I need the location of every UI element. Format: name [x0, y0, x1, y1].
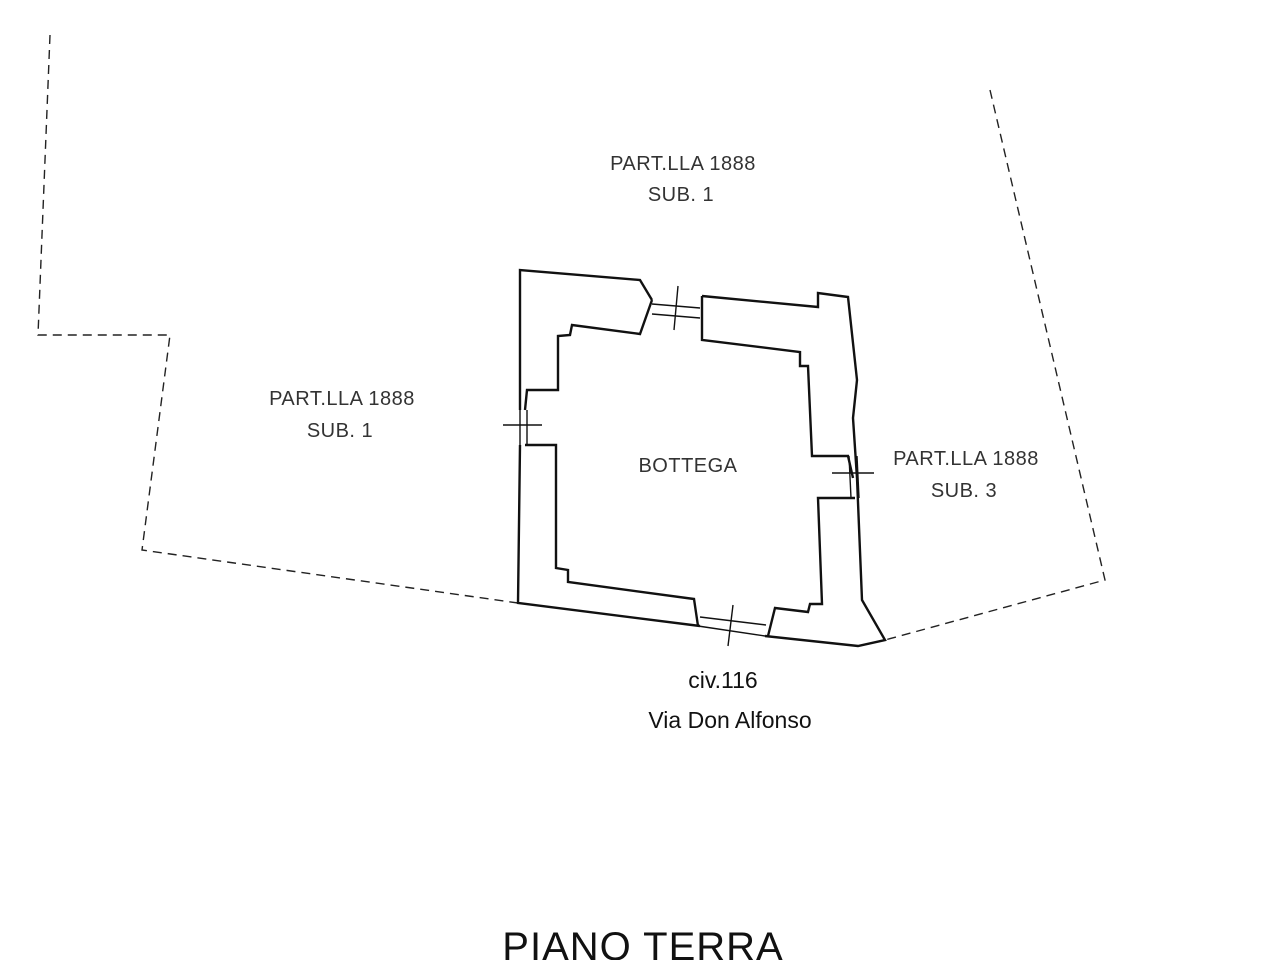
boundary-right — [884, 89, 1106, 641]
opening-east-jamb-b — [856, 455, 860, 499]
building-inner-wall-east — [766, 496, 855, 637]
parcel-top-label-line1: PART.LLA 1888 — [610, 153, 756, 175]
opening-north-jamb-b — [651, 313, 701, 319]
building-inner-wall-north-west — [523, 299, 654, 411]
opening-north-axis — [673, 285, 679, 331]
opening-east-jamb-a — [848, 455, 852, 499]
street-name: Via Don Alfonso — [648, 707, 811, 733]
building-inner-wall-west — [525, 443, 700, 627]
opening-south-jamb-a — [699, 616, 767, 626]
parcel-right-label-line2: SUB. 3 — [931, 480, 997, 502]
parcel-left-label-line1: PART.LLA 1888 — [269, 388, 415, 410]
building-outer-wall-north-east — [701, 291, 887, 648]
parcel-top-label-line2: SUB. 1 — [648, 184, 714, 206]
building-inner-wall-north-east — [700, 296, 855, 479]
opening-south-jamb-b — [697, 625, 766, 637]
room-label: BOTTEGA — [638, 455, 737, 477]
parcel-left-label-line2: SUB. 1 — [307, 420, 373, 442]
boundary-left — [37, 34, 519, 604]
building-outer-wall — [518, 268, 654, 410]
floor-title: PIANO TERRA — [502, 925, 783, 960]
civic-number: civ.116 — [688, 667, 757, 693]
parcel-right-label-line1: PART.LLA 1888 — [893, 448, 1039, 470]
building-outer-wall-south-west — [516, 444, 701, 628]
opening-south-axis — [727, 604, 734, 647]
